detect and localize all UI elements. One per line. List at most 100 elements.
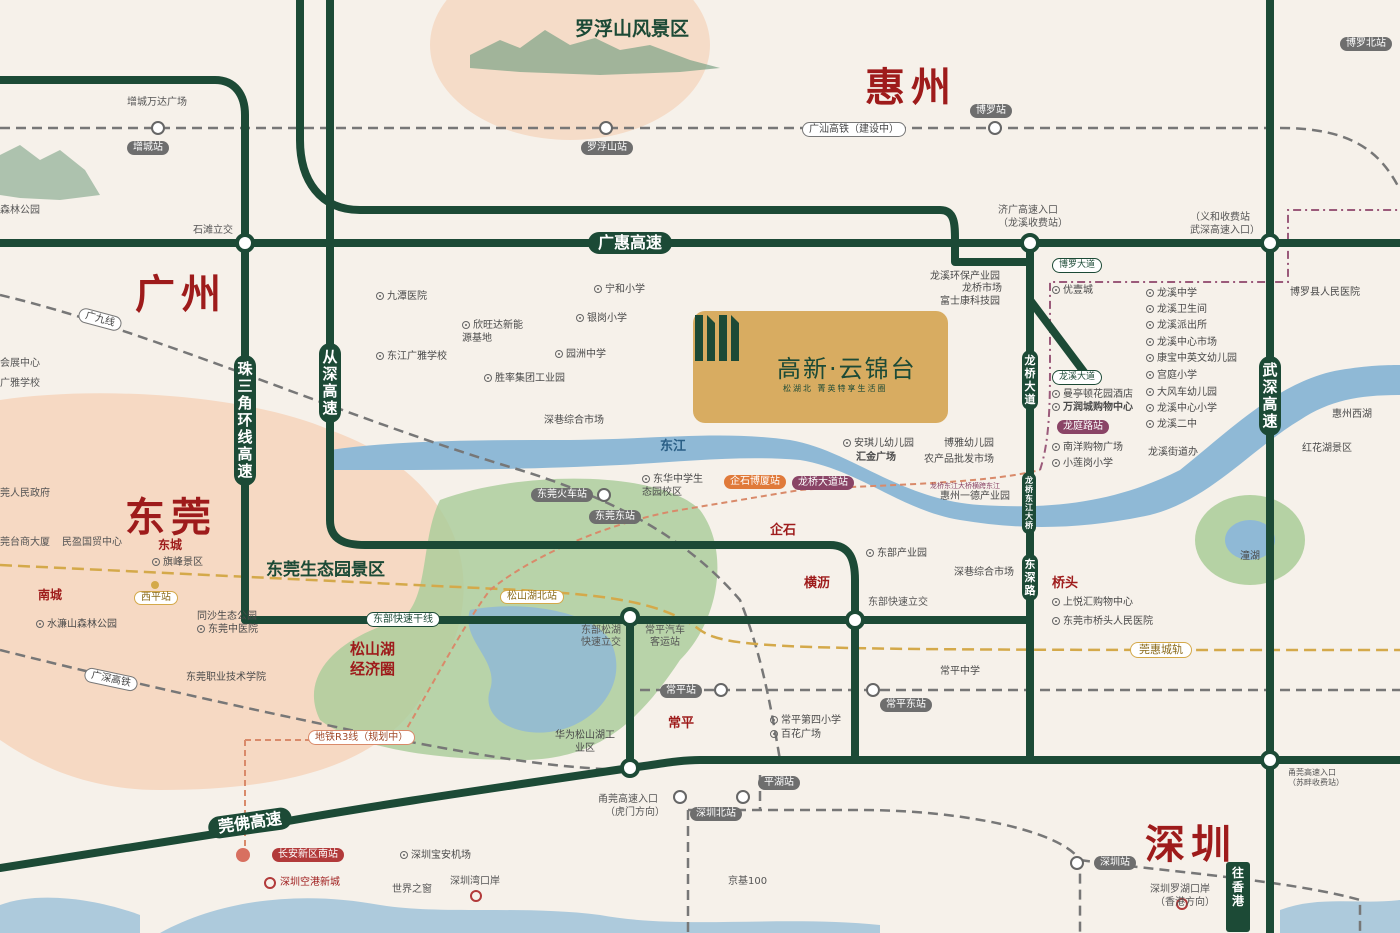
poi-item: 龙溪卫生间 <box>1146 303 1207 316</box>
station-boluo[interactable]: 博罗站 <box>970 104 1012 118</box>
poi-icon <box>152 558 160 566</box>
poi-icon <box>376 292 384 300</box>
label-yaxiao: 广雅学校 <box>0 378 40 389</box>
station-luofushan[interactable]: 罗浮山站 <box>581 141 633 155</box>
poi-icon <box>1146 338 1154 346</box>
town-hengli: 横沥 <box>804 576 831 591</box>
station-changping-east[interactable]: 常平东站 <box>880 698 932 712</box>
poi-item: 小莲岗小学 <box>1052 457 1113 470</box>
poi-item: 龙溪中心小学 <box>1146 402 1217 415</box>
station-changping[interactable]: 常平站 <box>660 684 702 698</box>
poi-icon <box>36 620 44 628</box>
label-jiguang: 济广高速入口 <box>998 205 1058 216</box>
water-right <box>1280 900 1400 933</box>
project-card[interactable]: 高新·云锦台 松湖北 菁英特享生活圈 <box>693 311 948 423</box>
poi-icon <box>1146 354 1154 362</box>
label-changping-bus-2: 客运站 <box>650 637 680 648</box>
poi-item: 华为松山湖工业区 <box>555 730 615 754</box>
label-changping-bus: 常平汽车 <box>645 625 685 636</box>
station-pinghu[interactable]: 平湖站 <box>758 776 800 790</box>
poi-item: 宫庭小学 <box>1146 369 1197 382</box>
highway-congshen: 从深高速 <box>319 343 341 423</box>
poi-icon <box>866 549 874 557</box>
poi-item: 常平第四小学 <box>770 714 841 727</box>
poi-item: 东莞市桥头人民医院 <box>1052 615 1153 628</box>
label-huizhan: 会展中心 <box>0 358 40 369</box>
poi-icon <box>843 439 851 447</box>
poi-item: 水濂山森林公园 <box>36 618 117 631</box>
poi-icon <box>197 625 205 633</box>
poi-item: 东部产业园 <box>866 547 927 560</box>
poi-item: 欣旺达新能源基地 <box>462 320 523 344</box>
poi-icon <box>1052 403 1060 411</box>
interchange-nodes <box>235 233 1280 778</box>
station-boluo-north[interactable]: 博罗北站 <box>1340 37 1392 51</box>
label-yongguan: 甬莞高速入口 <box>598 794 658 805</box>
purple-line <box>1039 209 1400 471</box>
station-dongguan-east[interactable]: 东莞东站 <box>589 510 641 524</box>
guanhui-rail <box>0 563 1400 652</box>
station-longting-road[interactable]: 龙庭路站 <box>1057 420 1109 434</box>
station-songshanhu-north[interactable]: 松山湖北站 <box>500 590 564 604</box>
poi-icon <box>1052 598 1060 606</box>
poi-item: 东莞职业技术学院 <box>186 672 266 683</box>
poi-item: 龙溪街道办 <box>1148 447 1198 458</box>
luofushan-label: 罗浮山风景区 <box>575 18 690 40</box>
label-shekou: 深圳湾口岸 <box>450 876 500 887</box>
station-xiping[interactable]: 西平站 <box>134 591 178 605</box>
poi-item: 龙溪派出所 <box>1146 319 1207 332</box>
poi-item: 龙溪环保产业园 <box>930 271 1000 282</box>
poi-icon <box>594 285 602 293</box>
station-qishi-boxia[interactable]: 企石博厦站 <box>724 475 786 489</box>
poi-item: 龙溪二中 <box>1146 418 1197 431</box>
town-changping: 常平 <box>668 716 695 731</box>
poi-icon <box>1146 420 1154 428</box>
project-name: 高新·云锦台 <box>777 355 917 383</box>
label-dongbu-lijiao: 东部快速立交 <box>868 597 928 608</box>
shenzhen-water <box>160 898 880 933</box>
poi-icon <box>1146 371 1154 379</box>
poi-icon <box>1052 443 1060 451</box>
label-dongbu-songhu: 东部松湖 <box>581 625 621 636</box>
station-zengcheng[interactable]: 增城站 <box>127 141 169 155</box>
highway-guanghui: 广惠高速 <box>588 232 673 254</box>
mountain-graphic <box>470 30 720 75</box>
label-shitan: 石滩立交 <box>193 225 233 236</box>
poi-icon <box>462 321 470 329</box>
poi-item: 惠州西湖 <box>1332 409 1372 420</box>
poi-icon <box>1146 388 1154 396</box>
label-zengcheng-wanda: 增城万达广场 <box>127 97 187 108</box>
poi-item: 优壹城 <box>1052 284 1093 297</box>
label-yihe-2: 武深高速入口） <box>1190 225 1260 236</box>
station-markers <box>151 121 1084 870</box>
poi-item: 同沙生态公园 <box>197 611 257 622</box>
road-boluo: 博罗大道 <box>1052 258 1103 273</box>
label-jiguang-2: （龙溪收费站） <box>998 218 1068 229</box>
highway-wushen: 武深高速 <box>1259 356 1281 436</box>
poi-item: 龙溪中心市场 <box>1146 336 1217 349</box>
station-shenzhen-north[interactable]: 深圳北站 <box>690 807 742 821</box>
poi-item: 农产品批发市场 <box>924 454 994 465</box>
poi-item: 上悦汇购物中心 <box>1052 596 1133 609</box>
station-changan-south[interactable]: 长安新区南站 <box>272 848 344 862</box>
songshanhu-label-2: 经济圈 <box>350 660 396 678</box>
label-jingji: 京基100 <box>728 876 768 887</box>
town-nancheng: 南城 <box>38 588 63 602</box>
poi-item: 安琪儿幼儿园 <box>843 437 914 450</box>
poi-icon <box>400 851 408 859</box>
to-hongkong-arrow: 往香港 <box>1226 862 1250 932</box>
poi-icon <box>1146 289 1154 297</box>
station-dongguan-train[interactable]: 东莞火车站 <box>531 488 593 502</box>
road-longxi: 龙溪大道 <box>1052 370 1103 385</box>
station-longqiao-ave[interactable]: 龙桥大道站 <box>792 476 854 490</box>
poi-icon <box>576 314 584 322</box>
poi-icon <box>1052 390 1060 398</box>
poi-icon <box>1146 305 1154 313</box>
project-logo-icon <box>695 315 739 361</box>
station-shenzhen[interactable]: 深圳站 <box>1094 856 1136 870</box>
poi-item: 大风车幼儿园 <box>1146 386 1217 399</box>
river-dongjiang-label: 东江 <box>660 439 687 454</box>
label-airport-new-city: 深圳空港新城 <box>280 877 340 888</box>
